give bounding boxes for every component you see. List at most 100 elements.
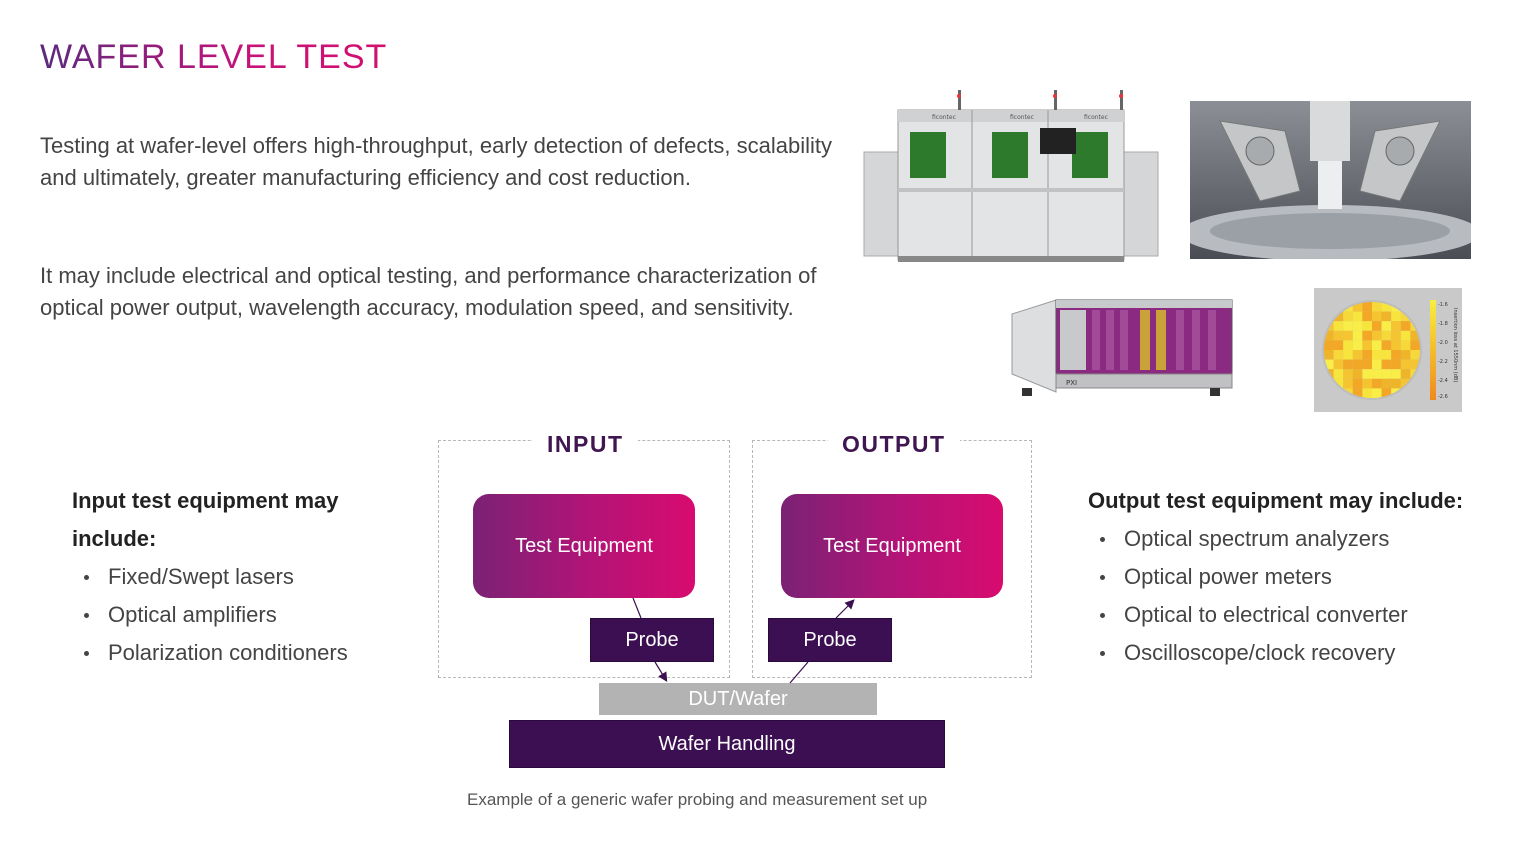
- wafer-map-cell: [1391, 330, 1401, 341]
- wafer-map-cell: [1381, 388, 1392, 398]
- input-test-equipment-label: Test Equipment: [515, 534, 653, 557]
- wafer-map-cell: [1343, 321, 1353, 331]
- wafer-map-cell: [1362, 388, 1372, 398]
- wafer-map-cell: [1324, 330, 1334, 341]
- wafer-map-cell: [1343, 311, 1353, 322]
- brand-label: ficontec: [1010, 114, 1034, 121]
- wafer-map-cell: [1324, 302, 1334, 312]
- wafer-map-cell: [1333, 321, 1344, 331]
- input-equipment-section: Input test equipment may include: Fixed/…: [72, 482, 402, 672]
- wafer-map-cell: [1391, 350, 1401, 360]
- wafer-map-cell: [1362, 321, 1372, 331]
- wafer-map-cell: [1362, 311, 1372, 322]
- wafer-map-cell: [1391, 311, 1401, 322]
- brand-label: ficontec: [1084, 114, 1108, 121]
- wafer-map-cell: [1333, 378, 1344, 389]
- wafer-map-cell: [1410, 378, 1420, 389]
- list-item: Optical power meters: [1088, 558, 1488, 596]
- wafer-map-cell: [1400, 330, 1411, 341]
- wafer-map-cell: [1333, 330, 1344, 341]
- wafer-map-cell: [1352, 302, 1363, 312]
- wafer-map-cell: [1410, 302, 1420, 312]
- wafer-map-cell: [1333, 340, 1344, 350]
- wafer-map-cell: [1372, 378, 1382, 389]
- wafer-map-cell: [1352, 378, 1363, 389]
- wafer-map-cell: [1391, 340, 1401, 350]
- wafer-map-cell: [1333, 302, 1344, 312]
- wafer-map-cell: [1362, 340, 1372, 350]
- input-equipment-heading: Input test equipment may include:: [72, 488, 339, 551]
- output-equipment-list: Optical spectrum analyzers Optical power…: [1088, 520, 1488, 672]
- wafer-handling-box: Wafer Handling: [509, 720, 945, 768]
- output-probe-label: Probe: [803, 628, 857, 651]
- wafer-map-cell: [1343, 359, 1353, 370]
- wafer-map-cell: [1381, 378, 1392, 389]
- list-item: Oscilloscope/clock recovery: [1088, 634, 1488, 672]
- wafer-map-cell: [1352, 340, 1363, 350]
- wafer-map-cell: [1343, 369, 1353, 379]
- wafer-map-image: -1.6 -1.8 -2.0 -2.2 -2.4 -2.6 Insertion …: [1314, 288, 1462, 412]
- wafer-map-cell: [1362, 302, 1372, 312]
- wafer-map-cell: [1352, 369, 1363, 379]
- output-label: OUTPUT: [828, 431, 960, 457]
- wafer-map-cell: [1372, 311, 1382, 322]
- wafer-map-cell: [1362, 350, 1372, 360]
- output-equipment-section: Output test equipment may include: Optic…: [1088, 482, 1488, 672]
- input-equipment-list: Fixed/Swept lasers Optical amplifiers Po…: [72, 558, 402, 672]
- wafer-map-cells: [1324, 302, 1420, 398]
- diagram-caption: Example of a generic wafer probing and m…: [467, 790, 928, 809]
- wafer-map-cell: [1343, 350, 1353, 360]
- wafer-map-cell: [1410, 330, 1420, 341]
- intro-paragraph: Testing at wafer-level offers high-throu…: [40, 133, 833, 190]
- colorbar-tick: -1.6: [1438, 302, 1448, 308]
- colorbar-axis-label: Insertion loss at 1550nm (dB): [1452, 308, 1458, 382]
- wafer-map-cell: [1352, 388, 1363, 398]
- list-item: Optical to electrical converter: [1088, 596, 1488, 634]
- dut-wafer-label: DUT/Wafer: [688, 687, 788, 710]
- colorbar-tick: -2.4: [1438, 378, 1448, 384]
- wafer-map-cell: [1343, 330, 1353, 341]
- wafer-map-cell: [1400, 369, 1411, 379]
- list-item: Fixed/Swept lasers: [72, 558, 402, 596]
- list-item: Optical amplifiers: [72, 596, 402, 634]
- wafer-map-cell: [1400, 340, 1411, 350]
- wafer-map-cell: [1343, 340, 1353, 350]
- wafer-map-cell: [1333, 311, 1344, 322]
- wafer-map-cell: [1352, 311, 1363, 322]
- wafer-map-cell: [1410, 388, 1420, 398]
- wafer-map-cell: [1362, 330, 1372, 341]
- output-equipment-heading: Output test equipment may include:: [1088, 488, 1464, 513]
- details-paragraph: It may include electrical and optical te…: [40, 263, 817, 320]
- rack-label: PXI: [1066, 379, 1077, 387]
- wafer-map-cell: [1410, 340, 1420, 350]
- wafer-map-cell: [1333, 359, 1344, 370]
- wafer-map-cell: [1410, 350, 1420, 360]
- wafer-map-cell: [1372, 330, 1382, 341]
- wafer-map-cell: [1381, 359, 1392, 370]
- input-arrow-probe-to-dut: [654, 661, 668, 683]
- wafer-map-cell: [1400, 350, 1411, 360]
- wafer-map-cell: [1324, 378, 1334, 389]
- list-item: Optical spectrum analyzers: [1088, 520, 1488, 558]
- input-test-equipment-box: Test Equipment: [473, 494, 695, 598]
- output-test-equipment-box: Test Equipment: [781, 494, 1003, 598]
- wafer-map-cell: [1400, 311, 1411, 322]
- output-probe-box: Probe: [768, 618, 892, 662]
- wafer-map-cell: [1372, 302, 1382, 312]
- wafer-map-cell: [1410, 311, 1420, 322]
- pxi-rack-image: PXI: [1010, 296, 1238, 400]
- wafer-map-cell: [1324, 340, 1334, 350]
- wafer-map-cell: [1362, 378, 1372, 389]
- wafer-map-cell: [1372, 369, 1382, 379]
- wafer-map-cell: [1372, 350, 1382, 360]
- wafer-map-cell: [1400, 359, 1411, 370]
- wafer-map-cell: [1400, 378, 1411, 389]
- wafer-map-cell: [1352, 330, 1363, 341]
- page-title: WAFER LEVEL TEST: [40, 38, 388, 76]
- list-item: Polarization conditioners: [72, 634, 402, 672]
- wafer-map-cell: [1381, 321, 1392, 331]
- wafer-map-cell: [1343, 378, 1353, 389]
- wafer-map-cell: [1372, 321, 1382, 331]
- wafer-map-cell: [1362, 369, 1372, 379]
